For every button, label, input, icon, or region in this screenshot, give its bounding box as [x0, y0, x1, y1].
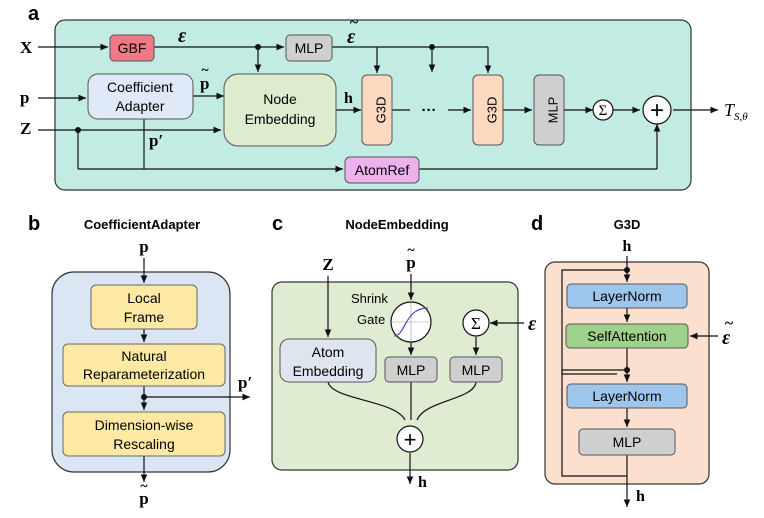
epsilon-tilde-label: ε — [347, 26, 356, 48]
mlp-top-label: MLP — [295, 40, 324, 56]
c-mlp-box-1 — [384, 356, 438, 383]
natural-reparameterization-line2: Reparameterization — [83, 366, 205, 382]
b-p-prime: p′ — [238, 373, 252, 392]
h-label: h — [344, 90, 353, 107]
atomref-box — [344, 156, 420, 184]
output-label: TS,θ — [724, 100, 748, 123]
b-output-tilde: ~ — [140, 479, 148, 494]
panel-c-title: NodeEmbedding — [345, 217, 448, 232]
epsilon-tilde-mark: ~ — [350, 14, 359, 31]
gbf-label: GBF — [118, 40, 147, 56]
natural-reparameterization-line1: Natural — [121, 348, 166, 364]
panel-d-title: G3D — [614, 217, 641, 232]
panel-c-label: c — [272, 213, 283, 235]
input-p-label: p — [20, 88, 29, 107]
node-embedding-line1: Node — [263, 91, 297, 107]
panel-b-title: CoefficientAdapter — [84, 217, 200, 232]
mlp-right-box — [533, 74, 565, 146]
b-input-p: p — [139, 237, 148, 256]
node-embedding-line2: Embedding — [245, 111, 316, 127]
g3d-box-1 — [361, 74, 393, 146]
d-mlp-label: MLP — [613, 434, 642, 450]
local-frame-box — [90, 284, 198, 330]
node-embedding-box — [223, 73, 337, 147]
local-frame-line2: Frame — [124, 309, 165, 325]
natural-reparameterization-box — [62, 343, 226, 387]
coefficient-adapter-line1: Coefficient — [107, 79, 173, 95]
layernorm-box-1 — [566, 283, 688, 309]
epsilon-label: ε — [178, 25, 187, 47]
input-z-label: Z — [20, 119, 31, 138]
shrink-gate-line2: Gate — [357, 312, 385, 327]
dimension-wise-rescaling-box — [62, 411, 226, 457]
selfattention-label: SelfAttention — [587, 328, 666, 344]
local-frame-line1: Local — [127, 290, 160, 306]
panel-d-label: d — [531, 213, 543, 235]
c-p-tilde-mark: ~ — [407, 243, 415, 258]
p-tilde-label: p — [200, 74, 209, 93]
sum-symbol: Σ — [599, 103, 608, 119]
d-epsilon-tilde-mark: ~ — [725, 315, 734, 332]
gbf-box — [109, 34, 155, 62]
panel-b-label: b — [28, 213, 40, 235]
c-mlp-label-1: MLP — [397, 362, 426, 378]
c-z-label: Z — [322, 255, 333, 274]
c-plus-symbol: + — [404, 427, 417, 452]
selfattention-box — [565, 323, 689, 349]
coefficient-adapter-line2: Adapter — [115, 98, 164, 114]
mlp-right-label: MLP — [545, 97, 560, 124]
atomref-label: AtomRef — [355, 162, 410, 178]
g3d-label-2: G3D — [484, 97, 499, 124]
d-epsilon-tilde: ε — [722, 327, 731, 349]
b-output-p: p — [139, 489, 148, 508]
d-h-output: h — [636, 488, 645, 505]
atom-embedding-line1: Atom — [312, 344, 345, 360]
c-mlp-box-2 — [449, 356, 503, 383]
dimension-wise-rescaling-line1: Dimension-wise — [95, 417, 194, 433]
c-mlp-label-2: MLP — [462, 362, 491, 378]
g3d-label-1: G3D — [373, 97, 388, 124]
shrink-gate-line1: Shrink — [351, 291, 388, 306]
dimension-wise-rescaling-line2: Rescaling — [113, 436, 174, 452]
sum-node — [592, 99, 614, 121]
atom-embedding-box — [279, 338, 377, 383]
c-plus-node — [396, 425, 424, 453]
p-prime-label: p′ — [149, 131, 163, 150]
layernorm-box-2 — [566, 383, 688, 409]
plus-node — [642, 95, 672, 125]
c-h-label: h — [418, 474, 427, 491]
d-junction-dots — [624, 267, 630, 373]
input-x-label: X — [20, 38, 33, 57]
d-mlp-box — [578, 428, 676, 456]
b-junction-dot — [141, 394, 147, 400]
shrink-gate-sigmoid-icon — [390, 301, 432, 343]
g3d-box-2 — [472, 74, 504, 146]
panel-a-label: a — [28, 3, 40, 25]
d-h-input: h — [623, 238, 632, 255]
c-sum-symbol: Σ — [471, 314, 481, 333]
ellipsis-label: ··· — [422, 102, 437, 119]
panel-a-junction-dots — [75, 44, 435, 133]
mlp-top-box — [285, 34, 333, 62]
coefficient-adapter-box — [87, 73, 194, 120]
panel-c-connections — [324, 274, 524, 484]
plus-symbol: + — [650, 97, 664, 124]
c-p-tilde: p — [406, 253, 415, 272]
p-tilde-mark: ~ — [201, 63, 209, 78]
panel-a-connections — [38, 43, 718, 173]
atom-embedding-line2: Embedding — [293, 363, 364, 379]
c-sum-node — [462, 309, 490, 337]
layernorm-label-1: LayerNorm — [592, 288, 661, 304]
c-epsilon-label: ε — [528, 313, 537, 335]
layernorm-label-2: LayerNorm — [592, 388, 661, 404]
